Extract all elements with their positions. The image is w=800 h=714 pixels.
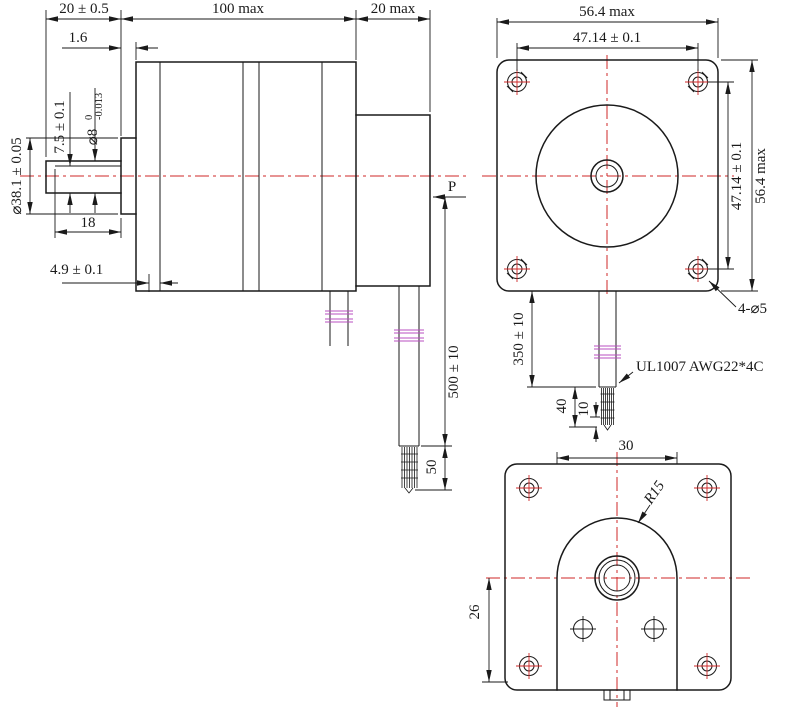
label-pilot-diameter: ⌀38.1 ± 0.05	[9, 137, 25, 214]
front-shaft-circle-inner	[595, 164, 619, 188]
rear-boss-outline	[556, 517, 678, 691]
label-shaft-diameter: ⌀8	[85, 129, 101, 146]
hole-thread-ticks	[506, 71, 709, 280]
side-extension-lines	[26, 10, 452, 491]
label-lead-length-350: 350 ± 10	[511, 312, 527, 365]
label-boss-radius: R15	[641, 478, 669, 508]
front-view: 56.4 max 47.14 ± 0.1 47.14 ± 0.1 56.4 ma…	[482, 4, 769, 442]
label-wire-spec: UL1007 AWG22*4C	[636, 359, 764, 375]
front-flange-outline	[496, 59, 719, 292]
label-strip-length-50: 50	[424, 460, 440, 475]
front-lead-wire	[598, 291, 617, 388]
rear-mounting-holes	[516, 475, 720, 679]
label-front-width: 56.4 max	[579, 4, 635, 20]
label-mounting-holes: 4-⌀5	[738, 301, 767, 317]
body-lead-break-marks	[325, 310, 353, 323]
rear-extension-lines	[482, 452, 678, 683]
front-shaft-circle-outer	[590, 159, 624, 193]
label-flat-length: 18	[81, 215, 96, 231]
label-lead-length-500: 500 ± 10	[446, 345, 462, 398]
shaft-outline	[45, 160, 122, 194]
front-mounting-holes	[504, 69, 711, 282]
leader-mounting-holes	[708, 280, 737, 308]
motor-body-outline	[135, 61, 357, 292]
side-view: 20 ± 0.5 100 max 20 max 1.6 7.5 ± 0.1 ⌀8…	[9, 1, 470, 494]
label-flat-depth: 7.5 ± 0.1	[52, 100, 68, 153]
label-shaft-length: 20 ± 0.5	[59, 1, 108, 17]
front-pilot-circle	[535, 104, 679, 248]
front-lead-break-marks	[594, 345, 621, 359]
rear-housing-outline	[355, 114, 431, 287]
rear-view: 30 R15 26	[467, 438, 752, 707]
front-extension-lines	[496, 18, 758, 428]
hole-centermarks	[504, 69, 711, 282]
rear-bearing-circle-mid	[598, 559, 636, 597]
rear-cable-tab	[603, 690, 631, 701]
label-shaft-tol-upper: 0	[84, 115, 95, 120]
label-boss-width: 30	[619, 438, 634, 454]
label-plane-p: P	[448, 179, 456, 195]
pilot-boss-outline	[120, 137, 137, 215]
label-shaft-tol-lower: -0.013	[94, 93, 105, 120]
rear-hole-centermarks	[516, 475, 720, 679]
label-boss-height: 1.6	[69, 30, 88, 46]
label-body-length: 100 max	[212, 1, 265, 17]
label-screw-offset: 26	[467, 604, 483, 620]
rear-bearing-circle-outer	[594, 555, 640, 601]
rear-lead-wire	[398, 286, 420, 447]
label-rear-length: 20 max	[371, 1, 416, 17]
label-hole-spacing-v: 47.14 ± 0.1	[729, 142, 745, 210]
label-hole-spacing-h: 47.14 ± 0.1	[573, 30, 641, 46]
label-strip-length-40: 40	[554, 399, 570, 414]
label-tin-length-10: 10	[576, 402, 592, 417]
rear-lead-break-marks	[394, 329, 424, 342]
rear-wire-strands	[401, 447, 418, 494]
label-front-height: 56.4 max	[753, 148, 769, 204]
body-section-lines	[159, 62, 323, 291]
leader-wire-spec	[618, 371, 634, 384]
rear-bearing-circle-inner	[603, 564, 631, 592]
rear-flange-outline	[504, 463, 732, 691]
rear-screws	[570, 616, 667, 642]
leader-boss-radius	[637, 504, 651, 524]
label-step-depth: 4.9 ± 0.1	[50, 262, 103, 278]
front-wire-strands	[600, 388, 615, 431]
